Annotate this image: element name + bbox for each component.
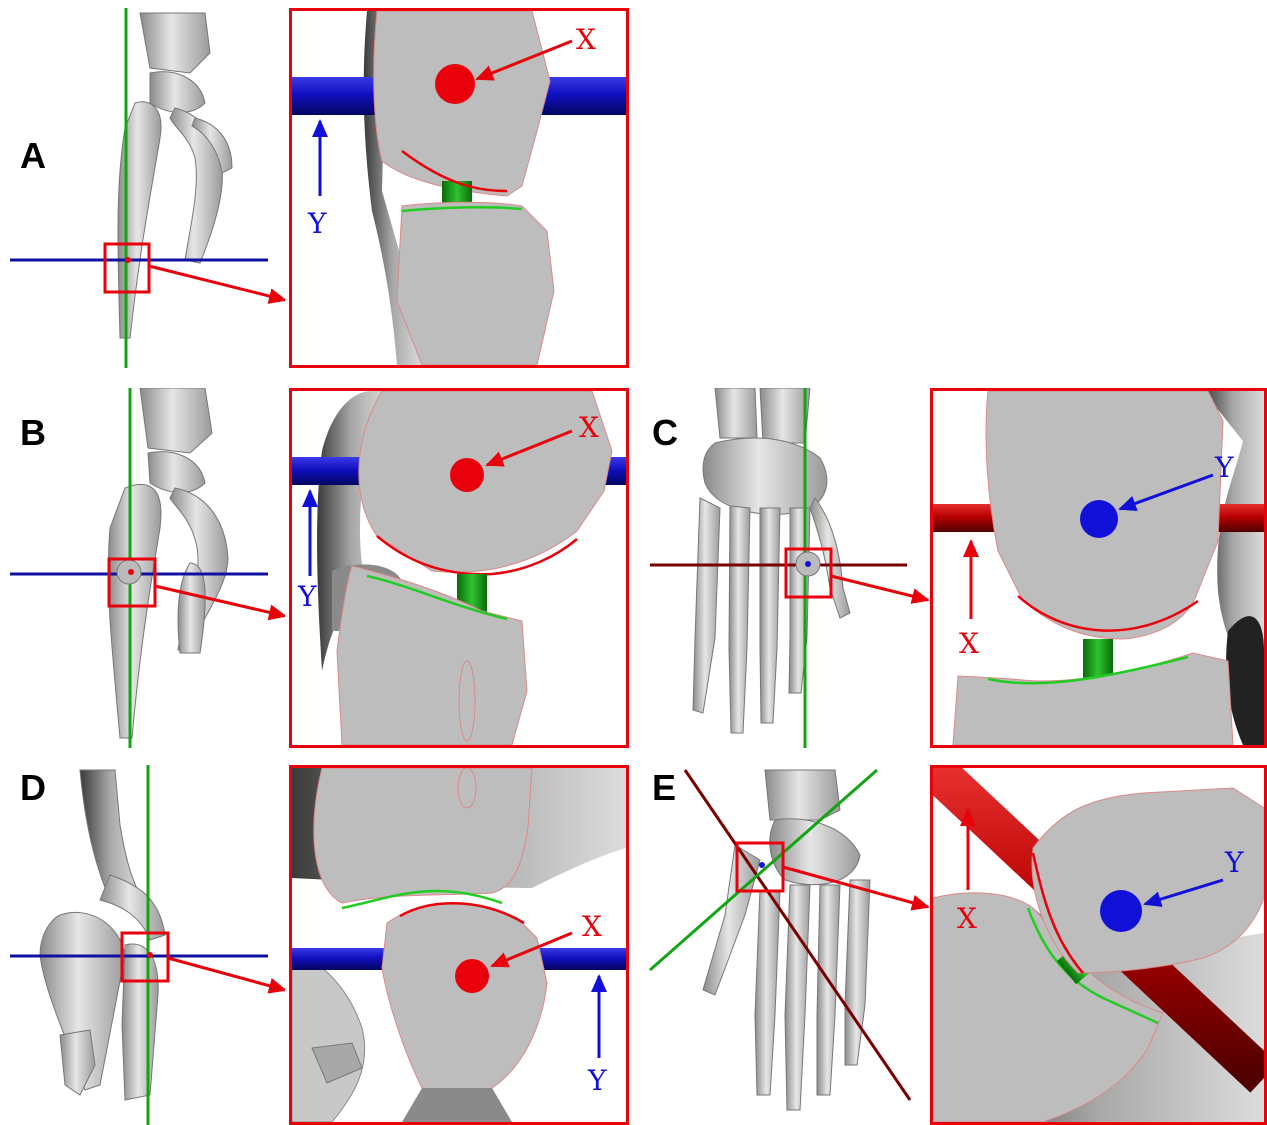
axis-label-y-d: Y: [587, 1064, 607, 1097]
zoom-panel-c: Y X: [930, 388, 1267, 748]
axis-label-x-b: X: [579, 411, 599, 444]
arrow-right-icon: [168, 958, 285, 990]
axis-label-y-c: Y: [1214, 451, 1234, 484]
axis-label-y-b: Y: [297, 580, 317, 613]
hand-skeleton-thumbnail-c: [645, 388, 930, 748]
axis-label-x-d: X: [582, 910, 602, 943]
zoom-panel-d: X Y: [289, 765, 629, 1125]
arrow-right-icon: [155, 586, 285, 616]
zoom-panel-a: X Y: [289, 8, 629, 368]
zoom-panel-e: Y X: [930, 765, 1267, 1125]
zoom-panel-b: X Y: [289, 388, 629, 748]
hand-skeleton-thumbnail-a: [0, 8, 285, 368]
axis-label-y-a: Y: [307, 207, 327, 240]
hand-skeleton-thumbnail-d: [0, 765, 285, 1125]
hand-skeleton-icon: [40, 770, 165, 1100]
arrow-right-icon: [149, 266, 285, 300]
axis-label-x-a: X: [576, 23, 596, 56]
axis-label-x-c: X: [959, 627, 979, 660]
axis-label-x-e: X: [957, 902, 977, 935]
hand-skeleton-thumbnail-e: [645, 765, 930, 1125]
axis-label-y-e: Y: [1224, 846, 1244, 879]
hand-skeleton-icon: [703, 770, 870, 1110]
hand-skeleton-icon: [118, 13, 232, 338]
hand-skeleton-icon: [693, 388, 850, 733]
hand-skeleton-thumbnail-b: [0, 388, 285, 748]
